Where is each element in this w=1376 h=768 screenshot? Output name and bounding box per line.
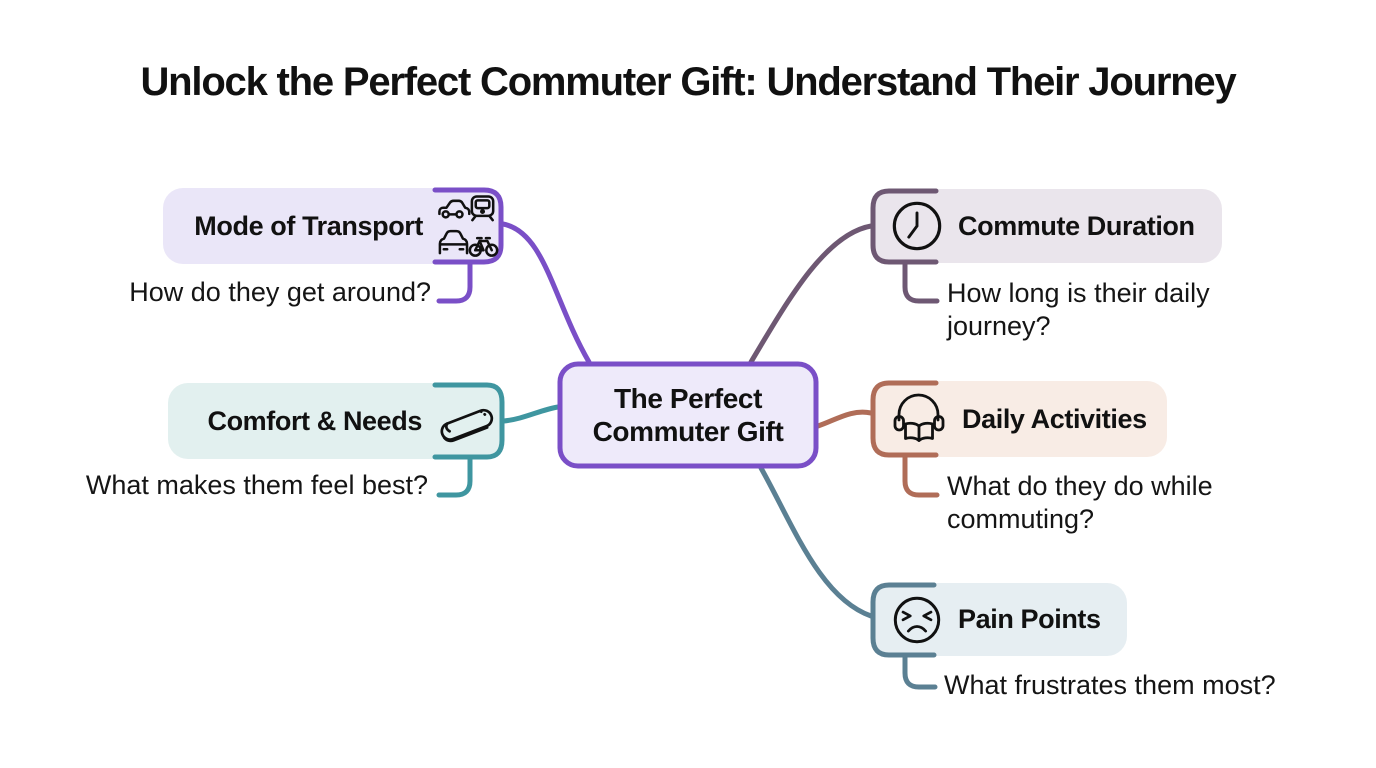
node-label-pain-points: Pain Points bbox=[958, 604, 1101, 634]
hook-pain-points bbox=[902, 652, 938, 690]
frustrated-face-icon bbox=[893, 596, 941, 643]
bracket-daily-activities bbox=[870, 380, 939, 458]
node-central: The Perfect Commuter Gift bbox=[558, 362, 818, 468]
node-comfort-needs: Comfort & Needs bbox=[168, 383, 504, 459]
node-pain-points: Pain Points bbox=[872, 583, 1135, 656]
bracket-mode-of-transport bbox=[432, 187, 504, 265]
question-daily-activities: What do they do while commuting? bbox=[947, 471, 1213, 535]
connector-mode-of-transport bbox=[500, 221, 592, 365]
hook-comfort-needs bbox=[436, 454, 473, 498]
connector-daily-activities bbox=[815, 409, 874, 429]
node-bg-central bbox=[557, 361, 819, 469]
node-daily-activities: Daily Activities bbox=[872, 381, 1175, 457]
node-commute-duration: Commute Duration bbox=[872, 189, 1230, 263]
bracket-comfort-needs bbox=[432, 382, 505, 460]
node-label-commute-duration: Commute Duration bbox=[958, 210, 1195, 241]
page-title: Unlock the Perfect Commuter Gift: Unders… bbox=[140, 60, 1236, 104]
hook-daily-activities bbox=[902, 452, 940, 498]
transport-modes-icon bbox=[438, 195, 499, 257]
hook-mode-of-transport bbox=[436, 259, 473, 304]
blanket-icon bbox=[440, 408, 494, 443]
node-bg-pain-points bbox=[872, 583, 1127, 656]
node-mode-of-transport: Mode of Transport bbox=[163, 188, 503, 264]
node-bg-comfort-needs bbox=[168, 383, 504, 459]
node-label-comfort-needs: Comfort & Needs bbox=[207, 405, 422, 436]
node-bg-daily-activities bbox=[872, 381, 1167, 457]
connector-pain-points bbox=[758, 465, 874, 619]
clock-icon bbox=[892, 201, 942, 251]
connector-comfort-needs bbox=[501, 404, 561, 424]
node-label-mode-of-transport: Mode of Transport bbox=[194, 210, 423, 241]
headphones-book-icon bbox=[893, 393, 945, 442]
bracket-commute-duration bbox=[870, 188, 939, 265]
node-bg-mode-of-transport bbox=[163, 188, 503, 264]
question-commute-duration: How long is their daily journey? bbox=[947, 278, 1210, 342]
question-pain-points: What frustrates them most? bbox=[944, 670, 1276, 700]
question-mode-of-transport: How do they get around? bbox=[129, 277, 431, 307]
question-comfort-needs: What makes them feel best? bbox=[85, 470, 428, 500]
node-bg-commute-duration bbox=[872, 189, 1222, 263]
hook-commute-duration bbox=[902, 259, 940, 304]
node-label-daily-activities: Daily Activities bbox=[962, 403, 1147, 434]
bracket-pain-points bbox=[870, 582, 937, 658]
central-node-label: The Perfect Commuter Gift bbox=[592, 382, 784, 447]
connector-commute-duration bbox=[748, 223, 874, 365]
